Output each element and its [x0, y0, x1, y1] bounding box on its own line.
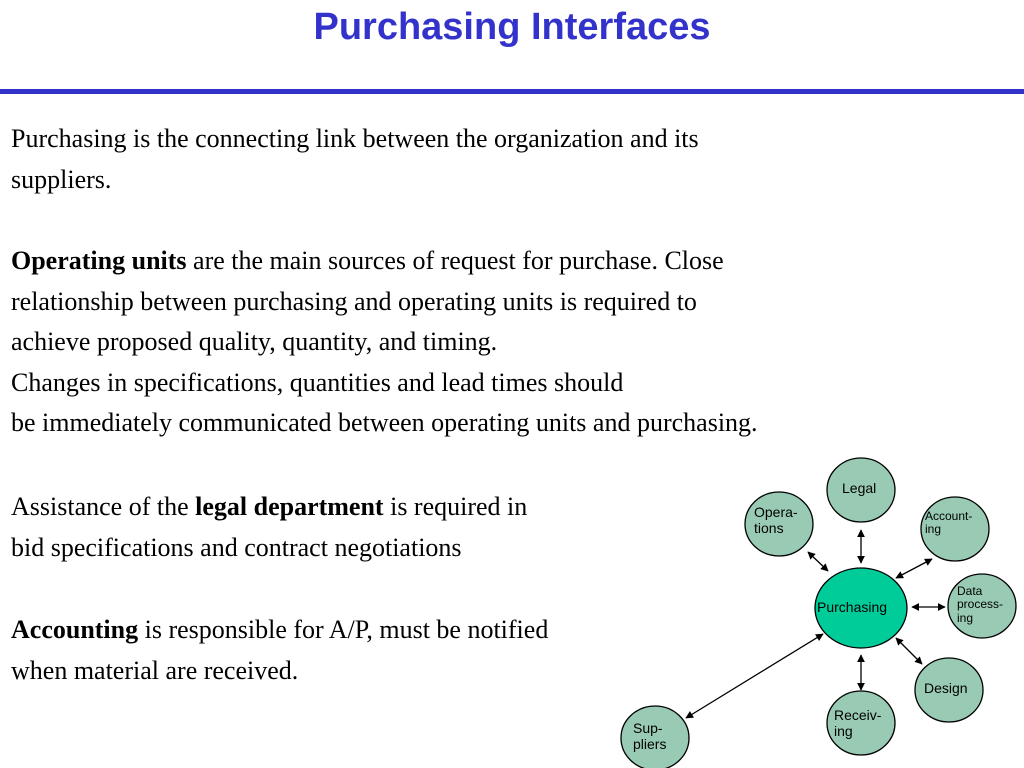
- paragraph-line: Purchasing is the connecting link betwee…: [11, 124, 699, 153]
- slide-title: Purchasing Interfaces: [313, 6, 711, 48]
- paragraph-line: relationship between purchasing and oper…: [11, 286, 697, 316]
- paragraph-line: suppliers.: [11, 164, 112, 194]
- node-label-line: Opera-: [754, 504, 798, 520]
- paragraph-line: Assistance of the legal department is re…: [11, 487, 527, 528]
- node-label-line: Receiv-: [834, 707, 882, 723]
- node-label-line: process-: [957, 597, 1004, 612]
- node-label-accounting: Account- ing: [925, 509, 973, 537]
- paragraph-line: Accounting is responsible for A/P, must …: [11, 610, 548, 651]
- paragraph-line: when material are received.: [11, 655, 299, 685]
- paragraph-legal-department: Assistance of the legal department is re…: [11, 487, 527, 568]
- node-label-suppliers: Sup- pliers: [633, 720, 667, 752]
- bold-term-operating-units: Operating units: [11, 246, 187, 275]
- paragraph-line: bid specifications and contract negotiat…: [11, 532, 462, 562]
- node-label-line: Data: [957, 584, 983, 598]
- connector-operations: [807, 551, 829, 572]
- paragraph-connecting-link: Purchasing is the connecting link betwee…: [11, 119, 699, 200]
- node-label-line: pliers: [633, 735, 667, 752]
- node-label-design: Design: [924, 680, 968, 696]
- node-label-line: ing: [925, 522, 942, 537]
- paragraph-text: is responsible for A/P, must be notified: [138, 615, 549, 644]
- bold-term-legal-department: legal department: [195, 492, 384, 521]
- paragraph-text: is required in: [383, 492, 528, 521]
- node-label-data-processing: Data process- ing: [957, 584, 1004, 625]
- paragraph-line: Operating units are the main sources of …: [11, 241, 758, 282]
- paragraph-accounting: Accounting is responsible for A/P, must …: [11, 610, 548, 691]
- node-label-line: Sup-: [633, 720, 663, 736]
- node-label-line: ing: [834, 722, 853, 739]
- connector-suppliers: [685, 633, 824, 719]
- connector-design: [895, 637, 923, 665]
- node-label-line: ing: [957, 610, 974, 625]
- paragraph-text: are the main sources of request for purc…: [186, 246, 724, 275]
- connector-accounting: [895, 558, 933, 579]
- node-label-purchasing: Purchasing: [817, 599, 888, 615]
- paragraph-line: Changes in specifications, quantities an…: [11, 367, 624, 397]
- paragraph-operating-units: Operating units are the main sources of …: [11, 241, 758, 444]
- node-label-line: Account-: [925, 509, 973, 523]
- title-divider: [0, 89, 1024, 94]
- node-label-operations: Opera- tions: [754, 504, 798, 536]
- node-label-line: tions: [754, 519, 784, 536]
- paragraph-line: be immediately communicated between oper…: [11, 408, 758, 437]
- node-label-legal: Legal: [842, 480, 877, 496]
- paragraph-text: Assistance of the: [11, 492, 196, 521]
- node-label-receiving: Receiv- ing: [834, 707, 882, 739]
- bold-term-accounting: Accounting: [11, 615, 139, 644]
- paragraph-line: achieve proposed quality, quantity, and …: [11, 327, 498, 356]
